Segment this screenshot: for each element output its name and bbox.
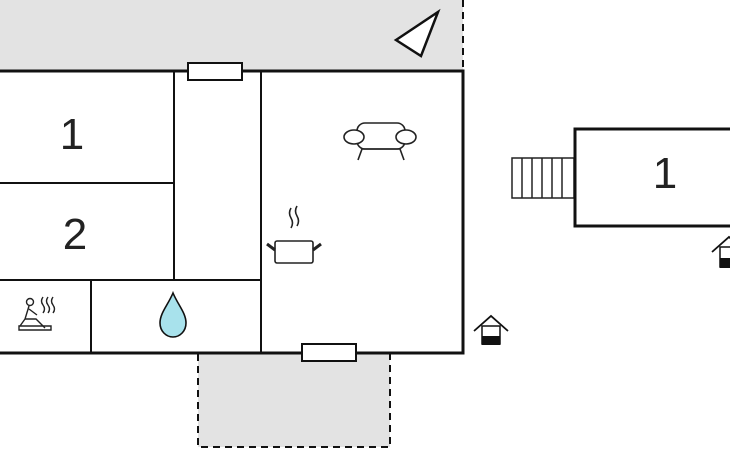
terrace-bottom	[197, 352, 391, 448]
compass-triangle-icon	[393, 8, 441, 58]
water-drop-icon	[159, 290, 187, 338]
entrance-icon-annex	[711, 235, 730, 268]
sauna-icon	[18, 296, 56, 331]
room-label-bedroom-1: 1	[60, 110, 84, 159]
room-label-bedroom-2: 2	[63, 210, 87, 259]
annex-house	[573, 127, 730, 228]
main-house	[0, 69, 465, 355]
stairs-icon	[511, 157, 575, 199]
window-bottom	[301, 343, 357, 362]
entrance-icon	[473, 314, 509, 345]
sofa-icon	[343, 122, 417, 161]
window-top	[187, 62, 243, 81]
cooking-pot-icon	[266, 205, 322, 264]
terrace-top	[0, 0, 464, 71]
room-label-annex: 1	[653, 149, 677, 198]
